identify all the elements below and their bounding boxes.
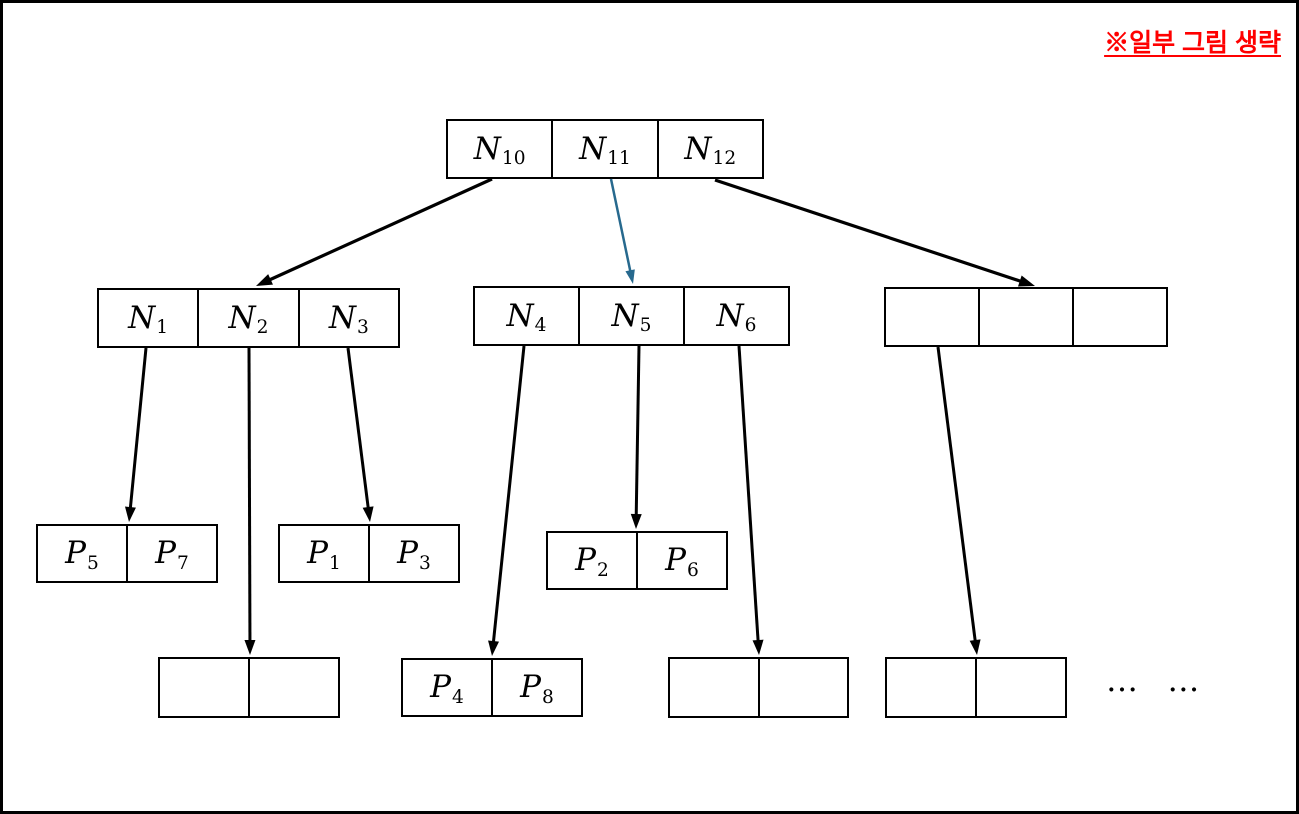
edge-line: [737, 345, 760, 647]
node-internal-left: N1 N2 N3: [97, 288, 400, 348]
annotation-note: ※일부 그림 생략: [1104, 29, 1281, 57]
arrowhead-icon: [752, 639, 764, 655]
node-cell: P2: [548, 533, 636, 588]
edge-internal-left-n2-to-leaf-empty-1: [244, 347, 256, 655]
edge-internal-middle-n5-to-leaf-p2-p6: [630, 345, 642, 529]
node-root: N10 N11 N12: [446, 119, 764, 179]
edge-line: [634, 345, 641, 521]
edge-internal-left-n1-to-leaf-p5-p7: [124, 347, 148, 522]
node-cell: P4: [403, 660, 491, 715]
node-cell: [757, 659, 848, 716]
node-leaf-p5-p7: P5 P7: [36, 524, 218, 583]
node-cell: N10: [448, 121, 551, 177]
arrowhead-icon: [488, 640, 500, 656]
arrowhead-icon: [969, 639, 981, 655]
cell-label: P8: [520, 669, 554, 708]
edge-internal-middle-n6-to-leaf-empty-2: [737, 345, 764, 655]
edge-line: [714, 178, 1028, 285]
node-cell: [887, 659, 975, 716]
arrowhead-icon: [630, 513, 642, 529]
node-internal-middle: N4 N5 N6: [473, 286, 790, 346]
edge-line: [936, 346, 978, 648]
edge-internal-right-to-leaf-empty-3: [936, 346, 981, 655]
edge-line: [491, 345, 526, 648]
node-leaf-empty-2: [668, 657, 849, 718]
edge-line: [263, 177, 493, 284]
edge-line: [346, 347, 371, 515]
node-cell: P1: [280, 526, 368, 581]
cell-label: N5: [611, 297, 652, 337]
node-cell: N2: [197, 290, 297, 346]
cell-label: P6: [665, 542, 699, 581]
node-cell: N5: [578, 288, 683, 344]
node-cell: P8: [491, 660, 581, 715]
edge-internal-middle-n4-to-leaf-p4-p8: [488, 345, 526, 656]
edge-root-to-internal-left: [256, 177, 493, 286]
edge-line: [128, 347, 148, 514]
arrowhead-icon: [256, 274, 273, 286]
node-cell: P7: [126, 526, 216, 581]
node-cell: [160, 659, 248, 716]
node-cell: N12: [656, 121, 762, 177]
edge-line: [247, 347, 252, 647]
cell-label: P7: [155, 535, 189, 574]
arrowhead-icon: [124, 506, 136, 522]
node-cell: [886, 289, 978, 345]
node-cell: N11: [551, 121, 656, 177]
arrowhead-icon: [625, 269, 635, 284]
cell-label: P4: [430, 669, 464, 708]
node-cell: [975, 659, 1065, 716]
node-cell: [670, 659, 758, 716]
node-cell: P5: [38, 526, 126, 581]
edge-line: [609, 178, 633, 277]
node-cell: N1: [99, 290, 197, 346]
node-cell: [248, 659, 338, 716]
cell-label: N6: [716, 297, 757, 337]
cell-label: N2: [228, 299, 269, 339]
node-leaf-p1-p3: P1 P3: [278, 524, 460, 583]
cell-label: N1: [128, 299, 169, 339]
node-cell: N6: [683, 288, 788, 344]
node-internal-right: [884, 287, 1168, 347]
node-leaf-p2-p6: P2 P6: [546, 531, 728, 590]
cell-label: N12: [684, 130, 737, 170]
ellipsis-text: … …: [1106, 661, 1203, 699]
cell-label: N10: [473, 130, 526, 170]
cell-label: P3: [397, 535, 431, 574]
node-cell: [1072, 289, 1166, 345]
node-cell: N3: [297, 290, 398, 346]
edge-internal-left-n3-to-leaf-p1-p3: [346, 347, 374, 522]
node-cell: [978, 289, 1072, 345]
cell-label: P2: [575, 542, 609, 581]
arrowhead-icon: [1017, 275, 1035, 287]
cell-label: P5: [65, 535, 99, 574]
node-cell: P6: [636, 533, 726, 588]
node-leaf-empty-3: [885, 657, 1067, 718]
cell-label: P1: [307, 535, 341, 574]
cell-label: N4: [506, 297, 547, 337]
node-cell: P3: [368, 526, 458, 581]
arrowhead-icon: [244, 639, 256, 655]
node-leaf-p4-p8: P4 P8: [401, 658, 583, 717]
edge-root-to-internal-middle: [609, 178, 635, 284]
cell-label: N3: [328, 299, 369, 339]
node-leaf-empty-1: [158, 657, 340, 718]
arrowhead-icon: [362, 506, 374, 522]
cell-label: N11: [579, 130, 631, 170]
edge-root-to-internal-right: [714, 178, 1035, 287]
node-cell: N4: [475, 288, 578, 344]
